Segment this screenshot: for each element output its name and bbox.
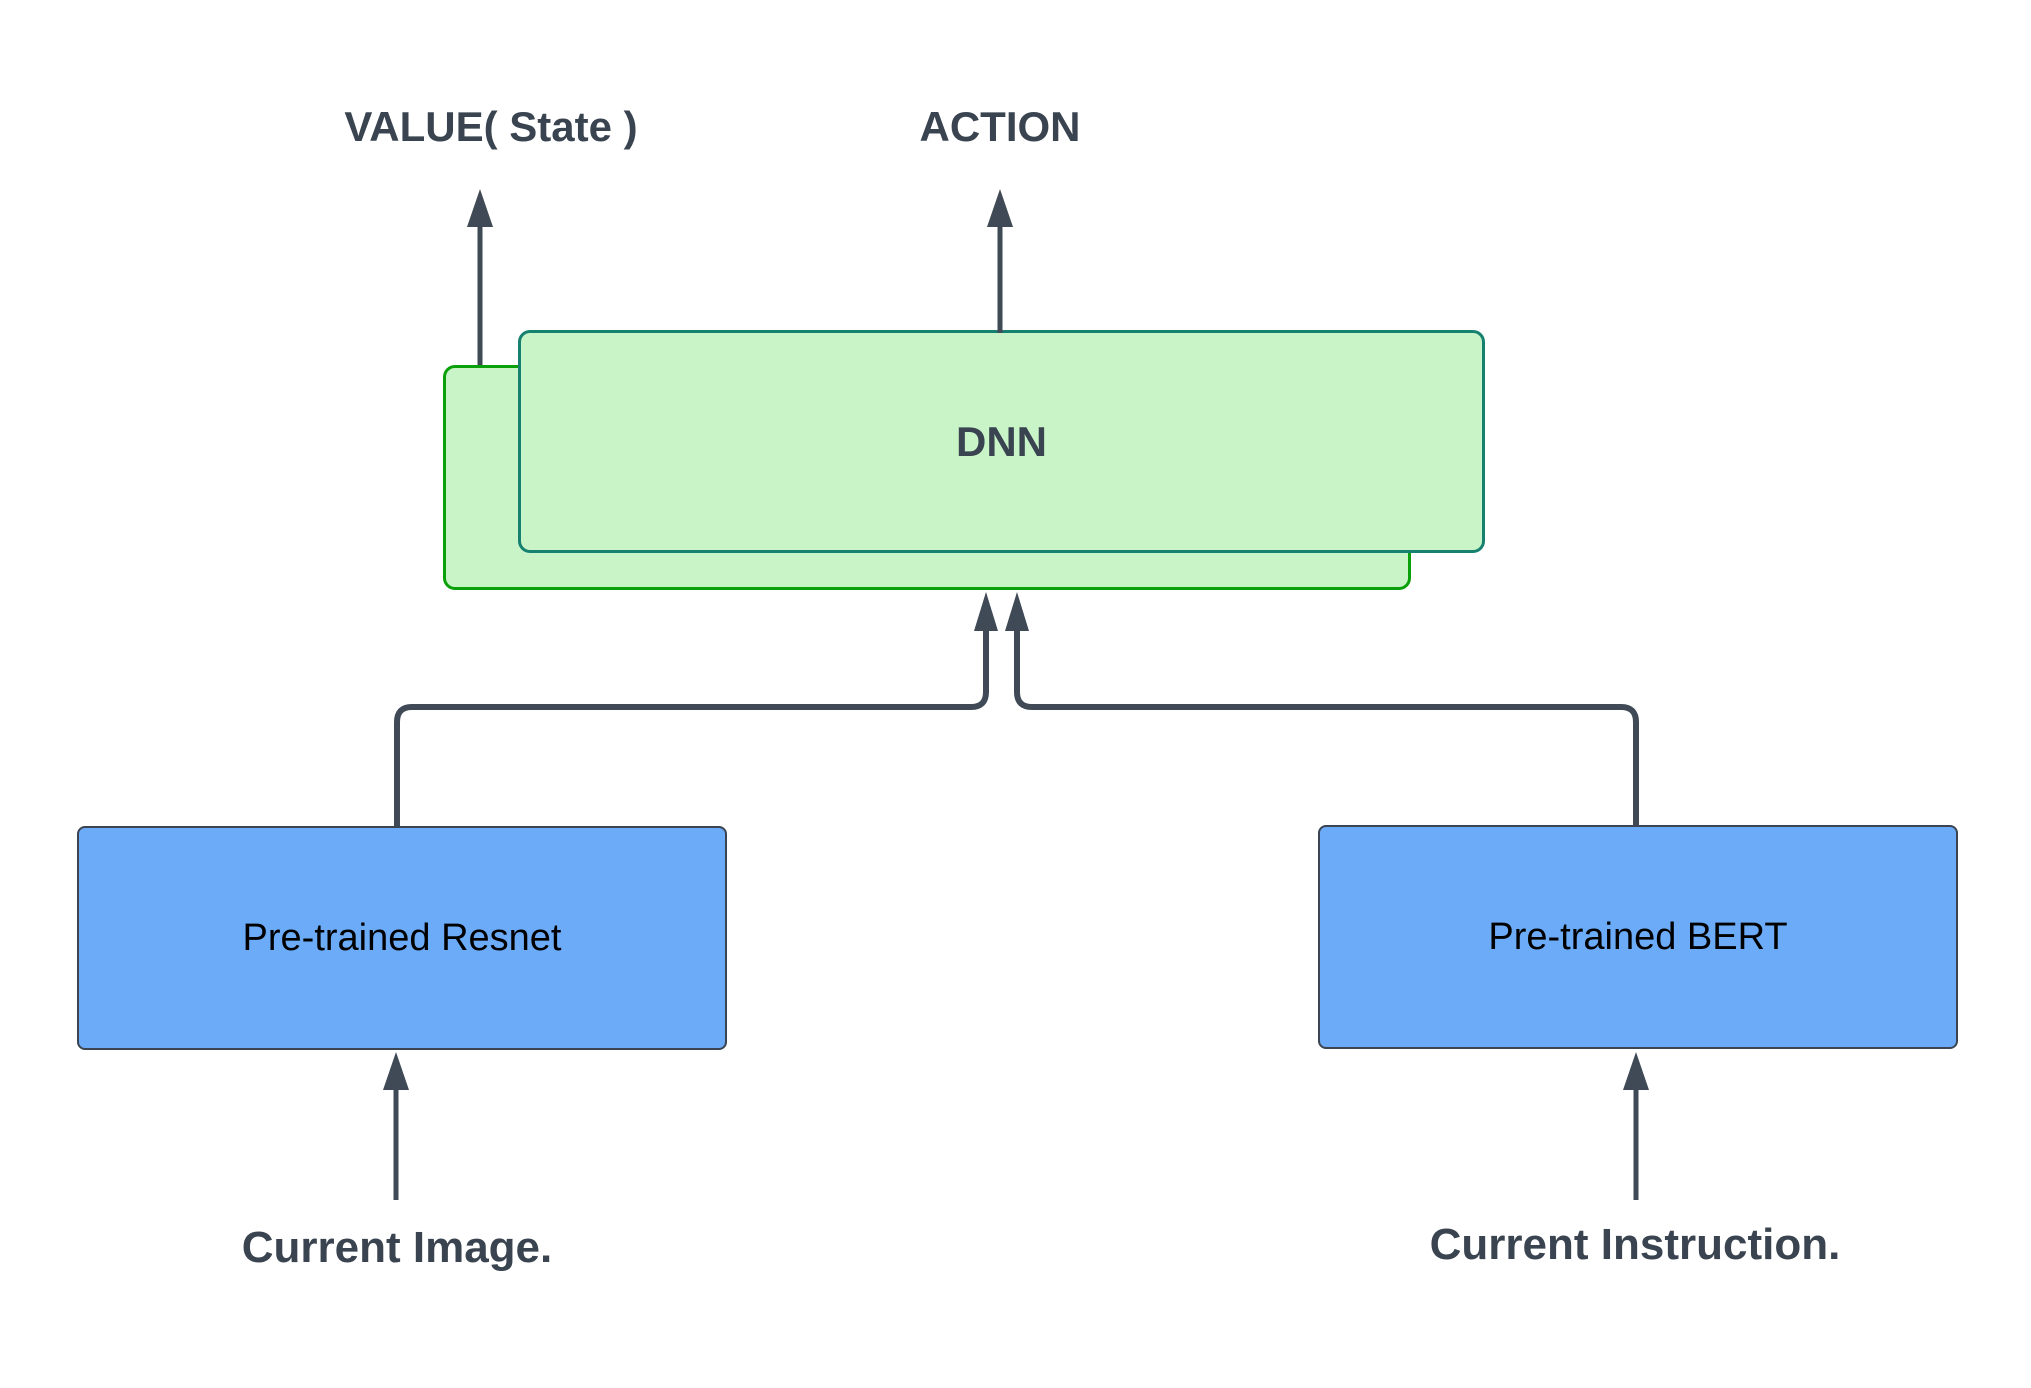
current-image-label: Current Image. [241, 1223, 553, 1272]
bert-to-dnn-arrow [1005, 592, 1639, 826]
action-output-arrow [987, 189, 1013, 333]
resnet-box-label: Pre-trained Resnet [242, 916, 562, 959]
resnet-to-dnn-arrow [394, 592, 998, 826]
resnet-box: Pre-trained Resnet [77, 826, 727, 1050]
current-instruction-arrow [1623, 1052, 1649, 1200]
value-state-label: VALUE( State ) [344, 103, 638, 150]
action-label: ACTION [919, 103, 1081, 150]
current-instruction-label: Current Instruction. [1429, 1220, 1841, 1269]
bert-box: Pre-trained BERT [1318, 825, 1958, 1049]
current-image-arrow [383, 1052, 409, 1200]
value-output-arrow [467, 189, 493, 365]
bert-box-label: Pre-trained BERT [1488, 915, 1788, 958]
dnn-box-front: DNN [518, 330, 1485, 553]
dnn-box-label: DNN [956, 417, 1047, 465]
